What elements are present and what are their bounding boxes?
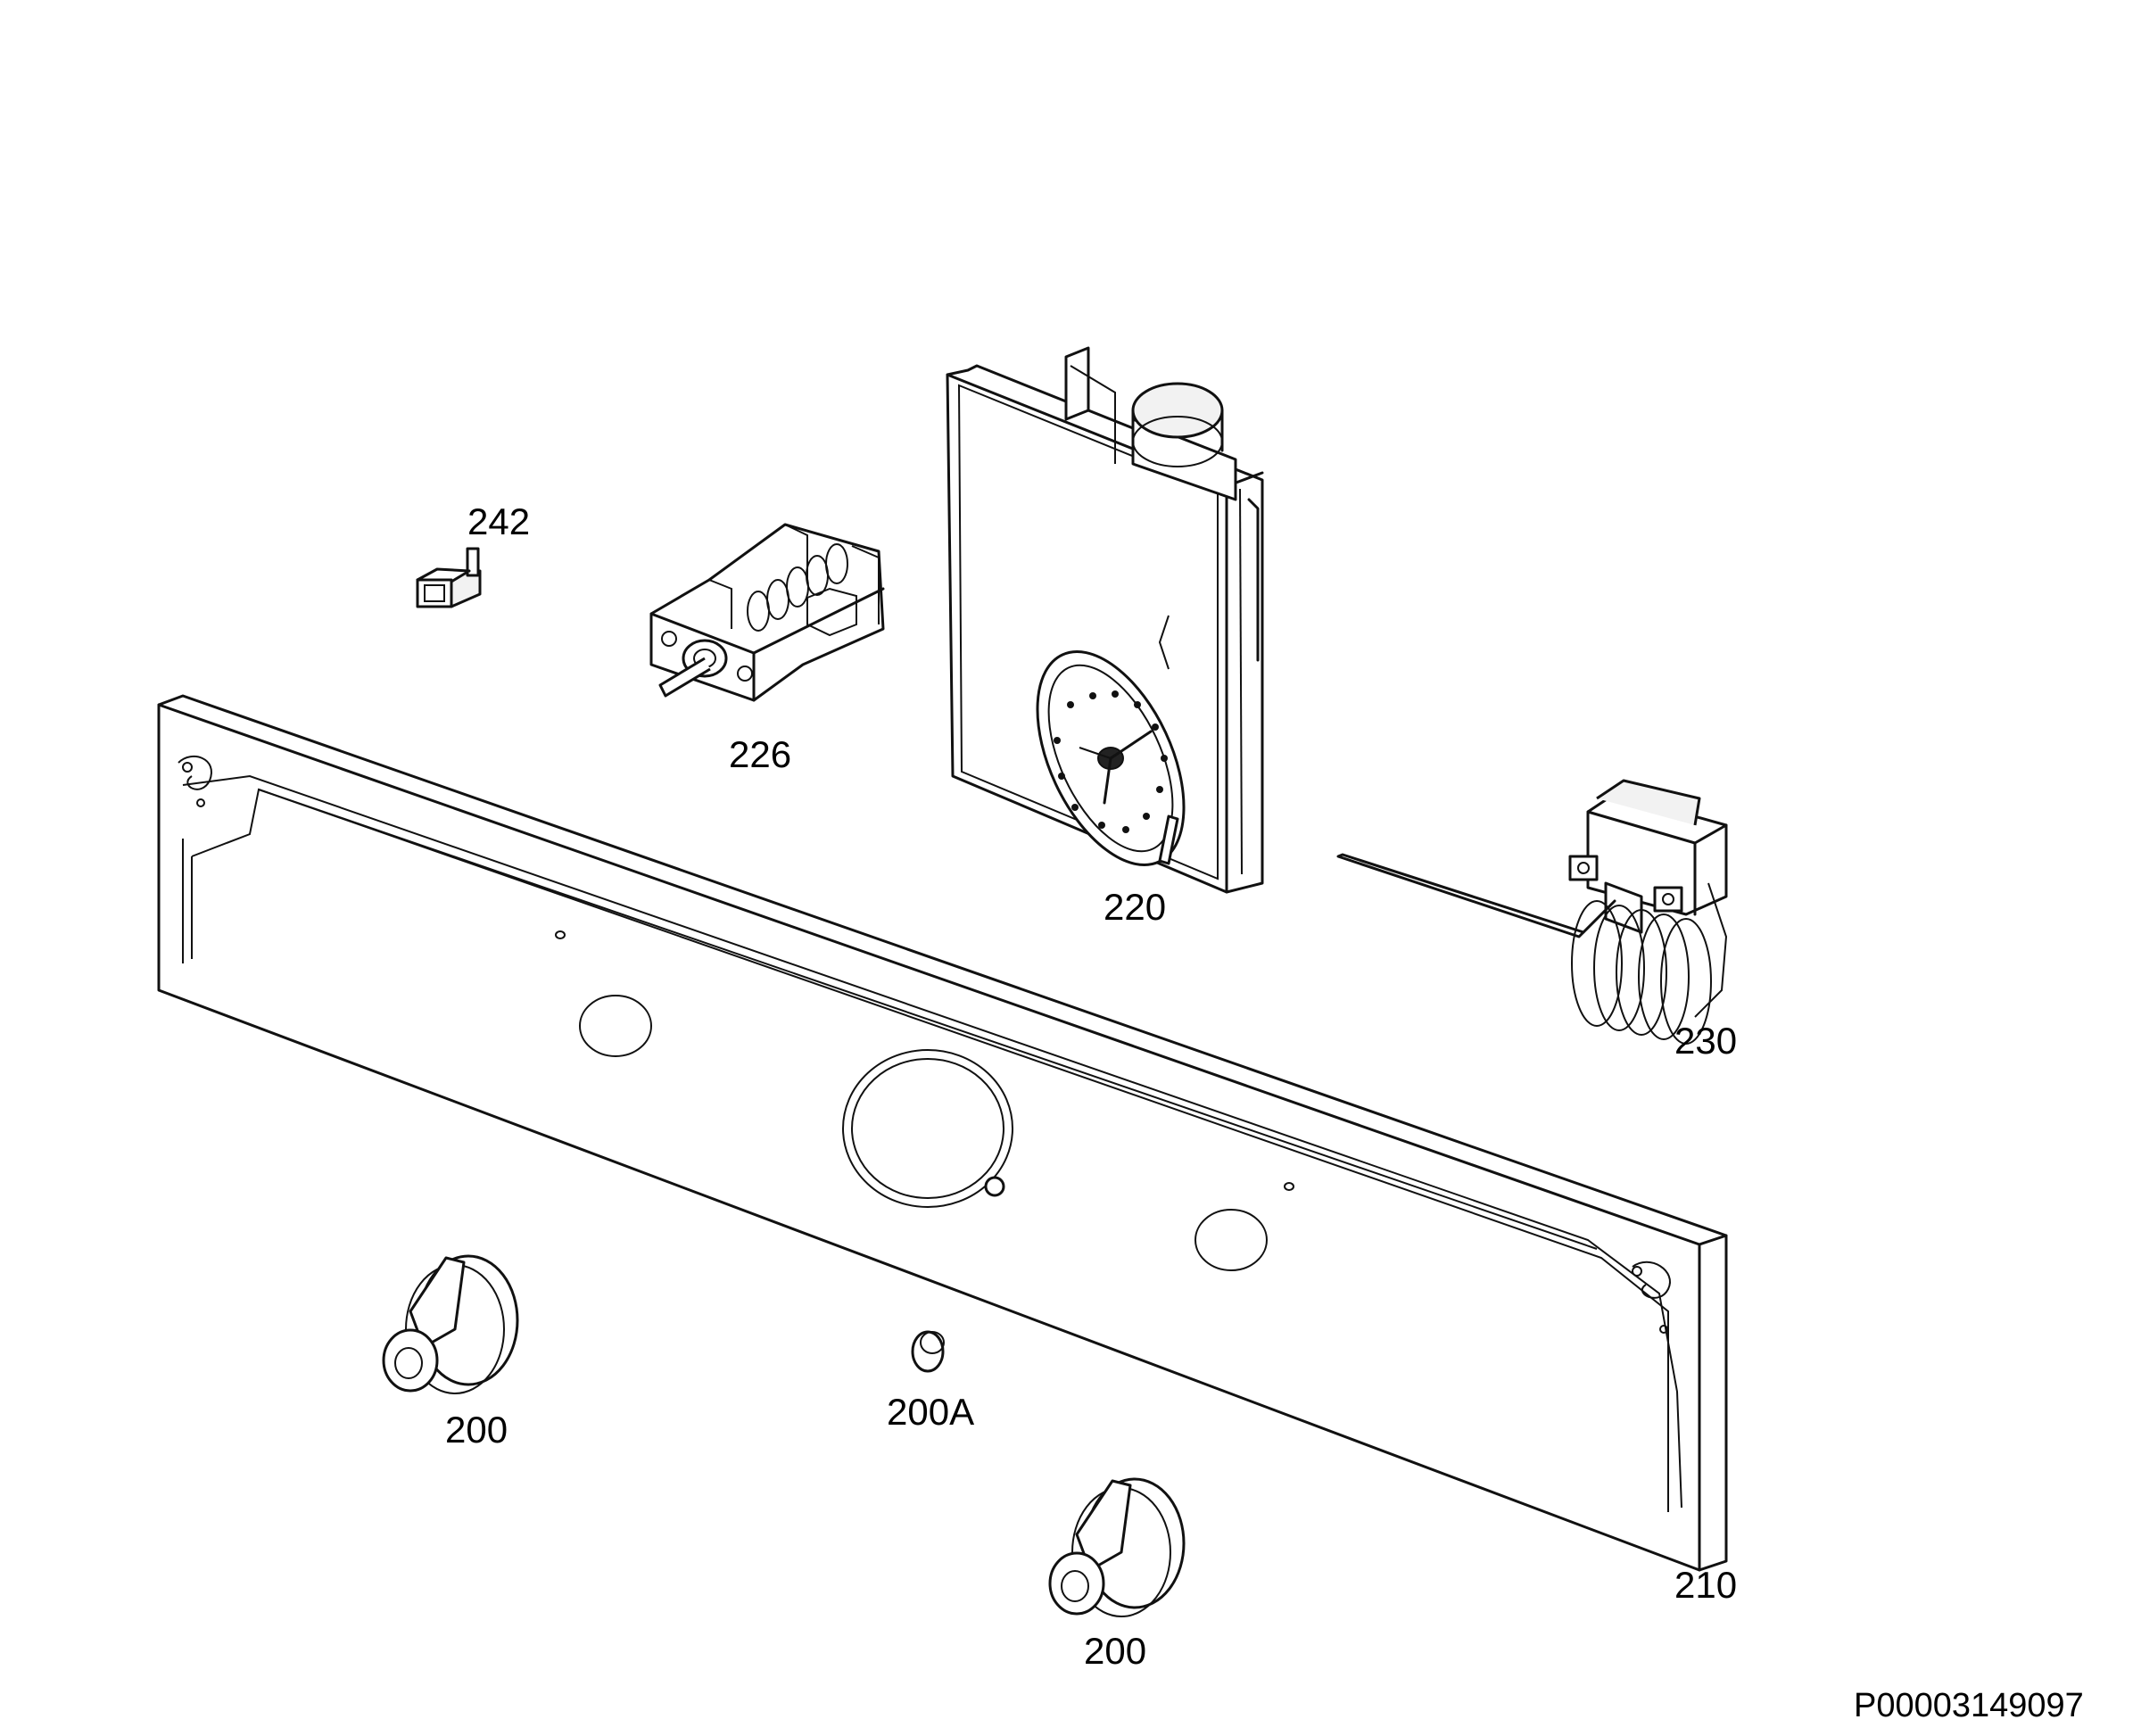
callout-210: 210 [1674, 1564, 1738, 1606]
drawing-code: P00003149097 [1854, 1687, 2084, 1724]
callout-200a: 200A [887, 1391, 975, 1433]
callout-242: 242 [467, 500, 531, 542]
callout-230: 230 [1674, 1020, 1738, 1062]
timer-clock-part[interactable] [946, 346, 1264, 894]
callout-220: 220 [1104, 886, 1167, 928]
callout-200-right: 200 [1084, 1630, 1147, 1672]
selector-switch-part[interactable] [649, 523, 885, 702]
thermostat-part[interactable] [1336, 779, 1728, 1045]
knob-button-part[interactable] [911, 1330, 945, 1373]
knob-left-part[interactable] [382, 1254, 519, 1394]
control-panel-part[interactable] [157, 694, 1728, 1572]
knob-right-part[interactable] [1048, 1477, 1186, 1617]
lamp-part[interactable] [416, 547, 482, 608]
callout-200-left: 200 [445, 1409, 508, 1451]
callout-226: 226 [729, 733, 792, 775]
